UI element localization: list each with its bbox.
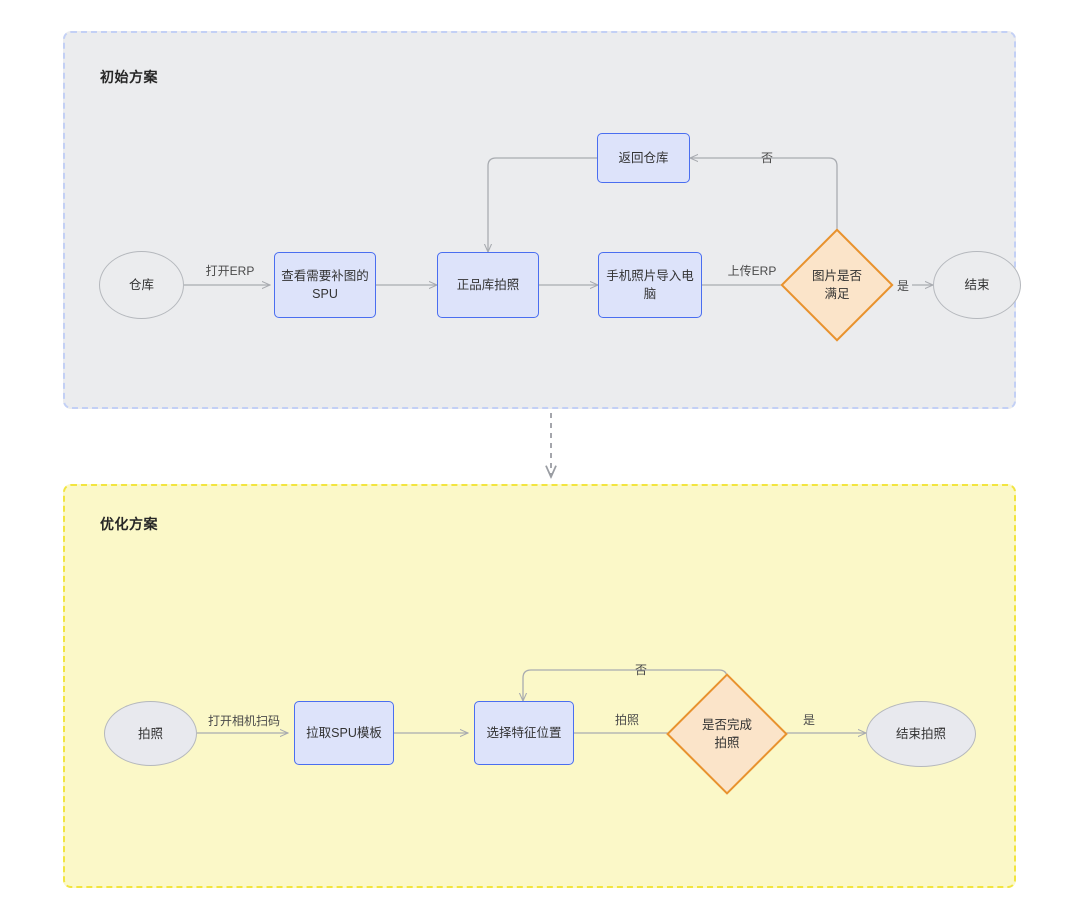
- node-done-photo-label: 是否完成拍照: [701, 718, 752, 750]
- node-take-photo-label: 拍照: [137, 726, 163, 741]
- node-check-photo[interactable]: 图片是否满足: [780, 228, 894, 342]
- node-warehouse-label: 仓库: [128, 278, 154, 292]
- node-select-position-label: 选择特征位置: [486, 726, 562, 740]
- edge-label-open-erp: 打开ERP: [205, 264, 255, 278]
- node-select-position[interactable]: 选择特征位置: [474, 701, 574, 765]
- node-end-photo[interactable]: 结束拍照: [866, 701, 976, 767]
- node-return-warehouse-label: 返回仓库: [618, 151, 669, 165]
- node-return-warehouse[interactable]: 返回仓库: [597, 133, 690, 183]
- node-photo-stock[interactable]: 正品库拍照: [437, 252, 539, 318]
- node-end[interactable]: 结束: [933, 251, 1021, 319]
- node-import-pc[interactable]: 手机照片导入电脑: [598, 252, 702, 318]
- panel-initial-plan-title: 初始方案: [100, 69, 158, 85]
- node-pull-template-label: 拉取SPU模板: [306, 726, 382, 740]
- panel-optimized-plan: [63, 484, 1016, 888]
- edge-label-open-camera-scan: 打开相机扫码: [207, 714, 280, 728]
- edge-label-yes-optimized: 是: [802, 713, 815, 727]
- edge-label-upload-erp: 上传ERP: [727, 264, 777, 278]
- edge-label-no-optimized: 否: [634, 663, 647, 677]
- node-end-label: 结束: [964, 278, 990, 292]
- node-warehouse[interactable]: 仓库: [99, 251, 184, 319]
- node-photo-stock-label: 正品库拍照: [456, 278, 520, 292]
- edge-label-no-initial: 否: [760, 151, 773, 165]
- edge-label-take-photo: 拍照: [614, 713, 639, 727]
- node-end-photo-label: 结束拍照: [895, 727, 946, 741]
- panel-initial-plan: [63, 31, 1016, 409]
- node-take-photo[interactable]: 拍照: [104, 701, 197, 766]
- panel-optimized-plan-title: 优化方案: [100, 516, 158, 532]
- node-done-photo[interactable]: 是否完成拍照: [666, 673, 788, 795]
- node-check-photo-label: 图片是否满足: [811, 269, 862, 301]
- edge-label-yes-initial: 是: [896, 279, 909, 293]
- node-pull-template[interactable]: 拉取SPU模板: [294, 701, 394, 765]
- node-import-pc-label: 手机照片导入电脑: [606, 269, 694, 301]
